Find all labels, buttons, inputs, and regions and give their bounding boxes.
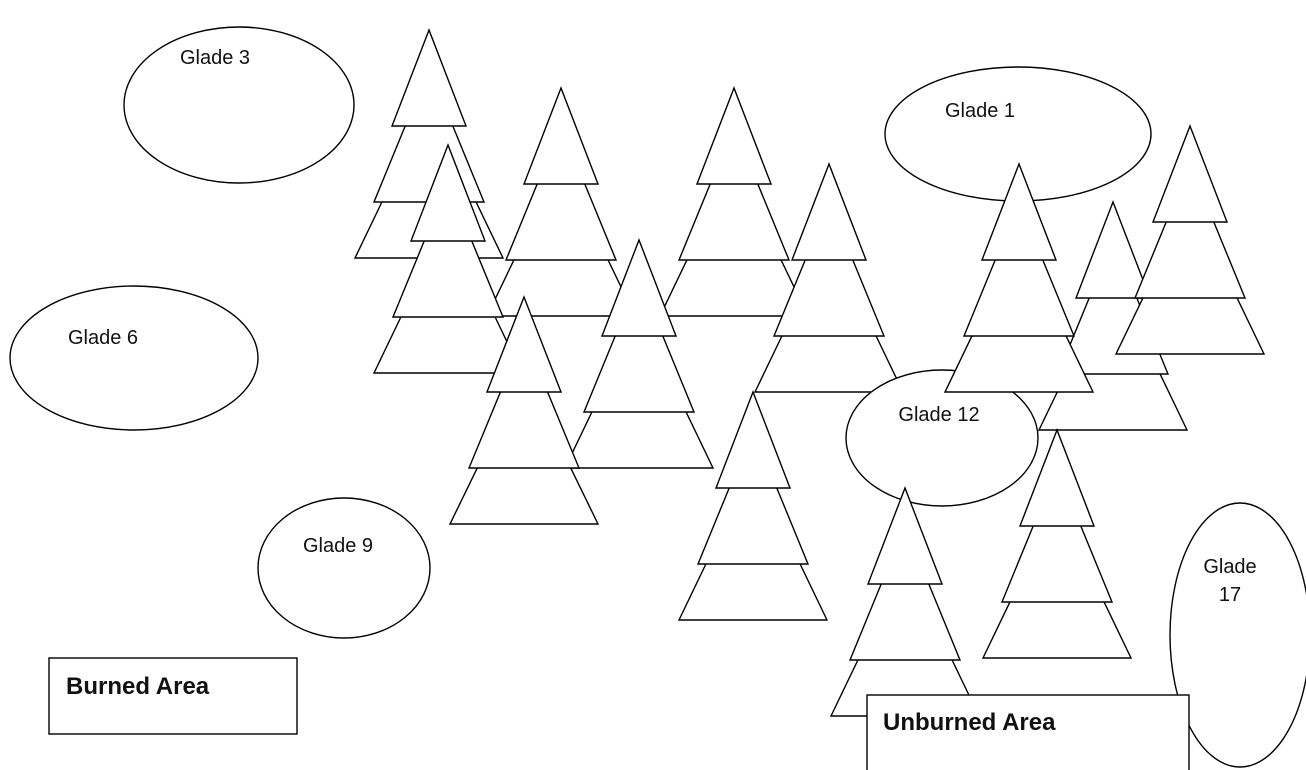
tree-tier (848, 524, 962, 661)
unburned-area-label: Unburned Area (883, 709, 1056, 736)
tree-tier (772, 200, 886, 337)
glade-3-label: Glade 3 (180, 47, 250, 69)
tree-tier (790, 162, 868, 261)
tree-tier (866, 694, 1190, 770)
tree-icon (448, 295, 600, 525)
glade-17-label-line1: Glade (1203, 556, 1256, 578)
tree-icon (829, 486, 981, 717)
tree-icon (658, 86, 810, 317)
tree-tier (696, 428, 810, 565)
glade-1: Glade 1 (884, 66, 1152, 202)
tree-tier (962, 200, 1076, 337)
tree-tier (467, 333, 581, 469)
tree-tier (390, 28, 468, 127)
tree-tier (980, 162, 1058, 261)
tree-tier (866, 486, 944, 585)
tree-tier (1018, 428, 1096, 527)
glade-3-ellipse (123, 26, 355, 184)
tree-icon (563, 238, 715, 469)
tree-tier (600, 238, 678, 337)
tree-icon (753, 162, 905, 393)
tree-icon (372, 143, 524, 374)
glade-9: Glade 9 (257, 497, 431, 639)
glade-17: Glade 17 (1169, 502, 1306, 768)
tree-icon (943, 162, 1095, 393)
tree-icon (485, 86, 637, 317)
tree-tier (1133, 162, 1247, 299)
glade-12-label: Glade 12 (898, 404, 979, 426)
tree-tier (582, 276, 696, 413)
burned-area-label: Burned Area (66, 673, 210, 700)
tree-tier (695, 86, 773, 185)
glade-6-label: Glade 6 (68, 327, 138, 349)
glade-17-ellipse (1169, 502, 1306, 768)
tree-tier (391, 181, 505, 318)
tree-icon (1114, 124, 1266, 355)
tree-tier (522, 86, 600, 185)
glade-12: Glade 12 (845, 369, 1039, 507)
tree-icon (677, 390, 829, 621)
glade-12-ellipse (845, 369, 1039, 507)
glade-3: Glade 3 (123, 26, 355, 184)
glade-6: Glade 6 (9, 285, 259, 431)
tree-tier (1074, 200, 1152, 299)
glade-6-ellipse (9, 285, 259, 431)
glade-1-label: Glade 1 (945, 100, 1015, 122)
tree-tier (485, 295, 563, 393)
unburned-area-box: Unburned Area (866, 694, 1190, 770)
tree-tier (48, 657, 298, 735)
burned-area-box: Burned Area (48, 657, 298, 735)
glade-9-label: Glade 9 (303, 535, 373, 557)
glade-17-label-line2: 17 (1219, 584, 1241, 606)
tree-tier (409, 143, 487, 242)
tree-tier (1151, 124, 1229, 223)
tree-icon (981, 428, 1133, 659)
glade-9-ellipse (257, 497, 431, 639)
tree-tier (677, 124, 791, 261)
tree-tier (1000, 466, 1114, 603)
tree-tier (504, 124, 618, 261)
tree-tier (714, 390, 792, 489)
